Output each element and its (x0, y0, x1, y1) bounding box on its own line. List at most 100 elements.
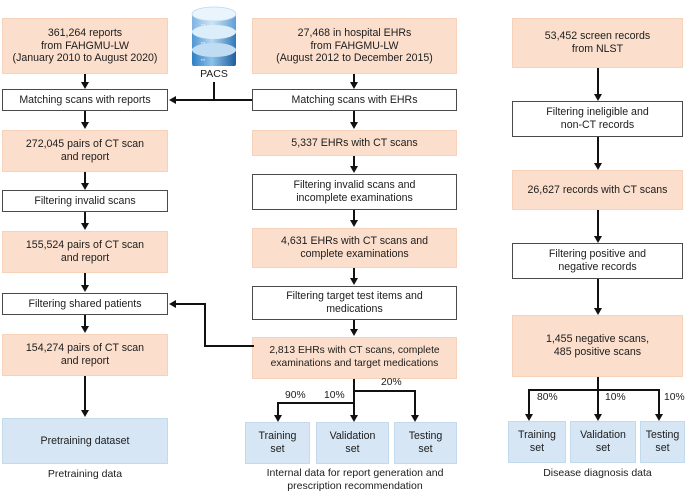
node-text: 272,045 pairs of CT scan and report (25, 138, 145, 163)
arrow-l1-l2 (80, 82, 89, 89)
split-v-10-internal (353, 402, 355, 417)
split-stem-diagnosis (597, 377, 599, 390)
arrow-r3-r4 (593, 236, 602, 243)
node-filtering-positive-negative: Filtering positive and negative records (512, 243, 683, 279)
connector-matching-bidirectional (176, 99, 252, 101)
svg-text:▪▪▪: ▪▪▪ (201, 40, 206, 45)
split-pct-80-diagnosis: 80% (537, 392, 558, 403)
connector-r4-r5 (597, 279, 599, 311)
arrow-l7-l8 (80, 410, 89, 417)
node-filtering-shared-patients: Filtering shared patients (2, 293, 168, 315)
pacs-group: ▪▪▪ ▪▪▪ ▪▪▪ PACS (172, 2, 256, 82)
node-53452-screen-records: 53,452 screen records from NLST (512, 18, 683, 68)
arrow-m3-m4 (349, 166, 358, 173)
connector-l5-l6 (84, 273, 86, 288)
arrow-l2-l3 (80, 122, 89, 129)
connector-r3-r4 (597, 210, 599, 239)
node-filtering-invalid-scans: Filtering invalid scans (2, 190, 168, 212)
connector-r2-r3 (597, 137, 599, 166)
split-v-90-internal (277, 402, 279, 417)
arrow-m7-to-l6 (169, 299, 176, 308)
split-v-10b-diagnosis (658, 389, 660, 416)
split-pct-10-internal: 10% (324, 390, 345, 401)
node-filtering-ineligible: Filtering ineligible and non-CT records (512, 101, 683, 137)
connector-m7-to-l6-h1 (204, 345, 254, 347)
connector-m5-m6 (353, 268, 355, 281)
node-text: Filtering positive and negative records (548, 248, 647, 273)
node-text: 2,813 EHRs with CT scans, complete exami… (269, 345, 440, 369)
arrow-l4-l5 (80, 223, 89, 230)
node-272045-pairs: 272,045 pairs of CT scan and report (2, 130, 168, 172)
connector-m6-m7 (353, 320, 355, 332)
arrow-m1-m2 (349, 82, 358, 89)
node-1455-negative-485-positive: 1,455 negative scans, 485 positive scans (512, 315, 683, 377)
connector-l3-l4 (84, 172, 86, 186)
node-training-set-diagnosis: Training set (508, 421, 566, 463)
split-pct-20-internal: 20% (381, 377, 402, 388)
pacs-label: PACS (200, 68, 228, 80)
svg-text:▪▪▪: ▪▪▪ (201, 22, 206, 27)
split-stem-internal (353, 379, 355, 391)
node-text: 26,627 records with CT scans (527, 183, 668, 196)
node-text: Filtering invalid scans (34, 194, 136, 207)
node-text: 5,337 EHRs with CT scans (291, 136, 418, 149)
node-4631-ehrs: 4,631 EHRs with CT scans and complete ex… (252, 228, 457, 268)
arrow-l5-l6 (80, 285, 89, 292)
node-text: Validation set (580, 429, 626, 454)
node-validation-set-diagnosis: Validation set (570, 421, 636, 463)
arrow-l3-l4 (80, 183, 89, 190)
split-v-mid-internal (353, 390, 355, 403)
node-text: 4,631 EHRs with CT scans and complete ex… (280, 235, 428, 260)
node-text: Filtering invalid scans and incomplete e… (293, 179, 416, 204)
connector-l4-l5 (84, 212, 86, 226)
connector-pacs-stem (213, 82, 215, 100)
node-2813-ehrs: 2,813 EHRs with CT scans, complete exami… (252, 337, 457, 379)
node-text: Training set (518, 429, 556, 454)
split-v-20-internal (414, 390, 416, 417)
node-pretraining-dataset: Pretraining dataset (2, 418, 168, 464)
arrow-r1-r2 (593, 94, 602, 101)
caption-text: Pretraining data (47, 468, 123, 480)
arrow-m6-m7 (349, 329, 358, 336)
arrow-l6-l7 (80, 326, 89, 333)
split-pct-10b-diagnosis: 10% (664, 392, 685, 403)
caption-text: Disease diagnosis data (543, 467, 652, 479)
connector-l6-l7 (84, 315, 86, 329)
caption-pretraining-data: Pretraining data (2, 468, 168, 481)
arrow-training-internal (273, 415, 282, 422)
caption-internal-data: Internal data for report generation and … (240, 467, 470, 493)
arrow-validation-internal (349, 415, 358, 422)
node-text: 361,264 reports from FAHGMU-LW (January … (12, 26, 158, 65)
node-text: Filtering ineligible and non-CT records (546, 106, 649, 131)
node-text: Filtering target test items and medicati… (286, 290, 423, 315)
node-5337-ehrs: 5,337 EHRs with CT scans (252, 130, 457, 156)
node-text: Testing set (408, 430, 443, 455)
node-154274-pairs: 154,274 pairs of CT scan and report (2, 334, 168, 376)
node-validation-set-internal: Validation set (316, 422, 389, 464)
svg-text:▪▪▪: ▪▪▪ (201, 57, 206, 62)
node-text: Matching scans with reports (19, 93, 151, 106)
arrow-left-matching (169, 95, 176, 104)
arrow-training-diagnosis (524, 414, 533, 421)
arrow-testing-internal (410, 415, 419, 422)
arrow-r4-r5 (593, 308, 602, 315)
arrow-m5-m6 (349, 278, 358, 285)
node-155524-pairs: 155,524 pairs of CT scan and report (2, 231, 168, 273)
split-h-9010-internal (277, 402, 355, 404)
node-text: 154,274 pairs of CT scan and report (25, 342, 145, 367)
arrow-m4-m5 (349, 220, 358, 227)
node-361264-reports: 361,264 reports from FAHGMU-LW (January … (2, 18, 168, 74)
database-cylinder-icon: ▪▪▪ ▪▪▪ ▪▪▪ (191, 6, 237, 66)
node-testing-set-diagnosis: Testing set (640, 421, 685, 463)
node-text: Testing set (645, 429, 680, 454)
node-testing-set-internal: Testing set (394, 422, 457, 464)
node-filtering-invalid-incomplete: Filtering invalid scans and incomplete e… (252, 174, 457, 210)
split-v-80-diagnosis (528, 389, 530, 416)
split-h-diagnosis (528, 389, 660, 391)
arrow-validation-diagnosis (593, 414, 602, 421)
arrow-r2-r3 (593, 163, 602, 170)
node-text: Filtering shared patients (28, 297, 142, 310)
node-matching-scans-with-reports: Matching scans with reports (2, 89, 168, 111)
connector-l2-l3 (84, 111, 86, 125)
